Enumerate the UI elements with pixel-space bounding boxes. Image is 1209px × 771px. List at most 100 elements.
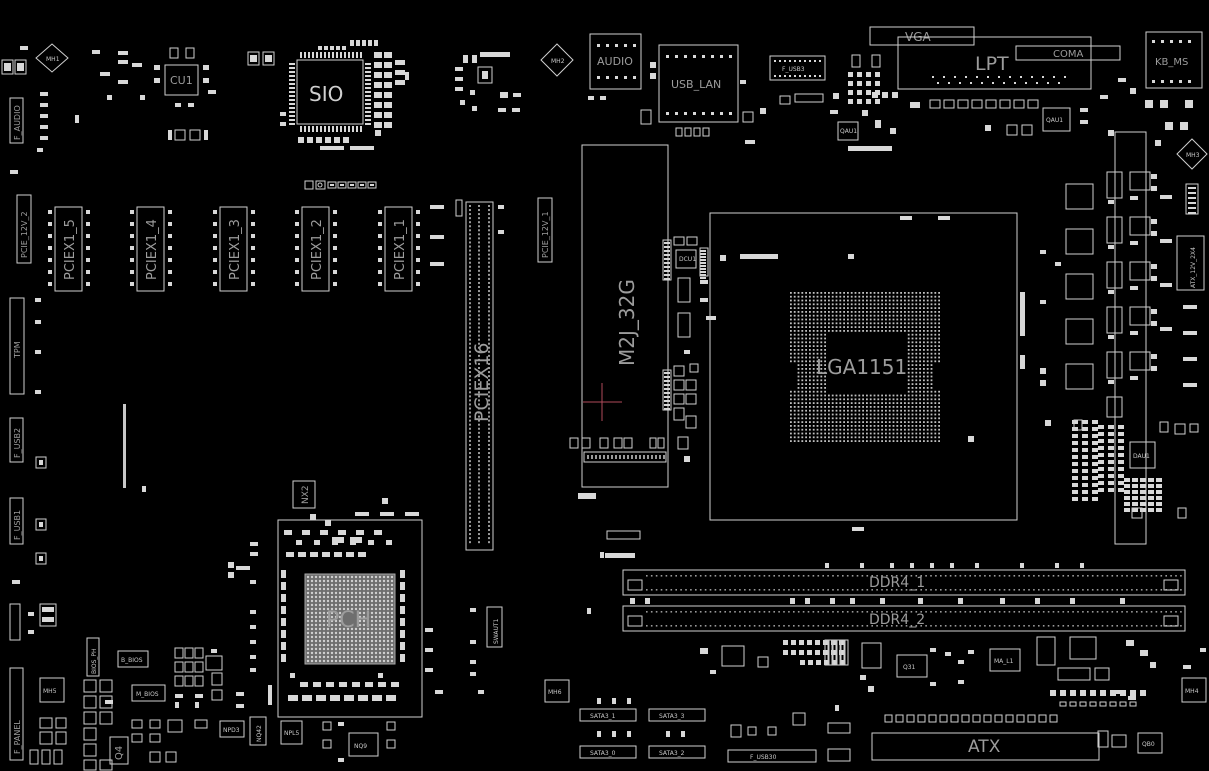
ddr4-2-slot: DDR4_2 [622, 605, 1186, 632]
f-audio-label: F_AUDIO [13, 105, 22, 140]
q4-label: Q4 [114, 746, 125, 760]
f-usb3-label: F_USB3 [782, 66, 805, 73]
kb-ms-label: KB_MS [1155, 57, 1188, 68]
coma-label: COMA [1053, 49, 1083, 60]
usb-lan-label: USB_LAN [671, 78, 721, 91]
npl5-label: NPL5 [284, 730, 299, 737]
svg-text:MH1: MH1 [46, 56, 60, 63]
vga-connector: VGA [869, 26, 975, 46]
bottom-right-parts: Q31 MA_L1 MH4 QB0 [700, 636, 1207, 754]
mh6-hole: MH6 [544, 679, 570, 703]
svg-text:MH3: MH3 [1186, 152, 1200, 159]
pch-label: PCH [326, 608, 371, 633]
sio-chip: SIO [247, 40, 409, 150]
audio-label: AUDIO [597, 55, 633, 68]
sata3-1-connector: SATA3_1 [579, 698, 637, 722]
f-usb30-label: F_USB30 [750, 754, 777, 761]
pciex1-2-label: PCIEX1_2 [310, 219, 325, 280]
bios-area: BIOS_PH B_BIOS M_BIOS [86, 637, 223, 708]
pciex1-3-slot: PCIEX1_3 [219, 206, 248, 292]
pcie-12v-1-connector: PCIE_12V_1 [537, 197, 553, 263]
svg-text:MH2: MH2 [551, 58, 565, 65]
lga1151-label: LGA1151 [816, 355, 907, 379]
lga1151-socket: LGA1151 [709, 212, 1025, 531]
coma-connector: COMA [1015, 45, 1121, 61]
qau1-label: QAU1 [1046, 117, 1063, 124]
tpm-label: TPM [13, 341, 22, 359]
mh3-hole: MH3 [1176, 138, 1208, 170]
f-panel-header: F_PANEL MH5 [9, 603, 65, 761]
pciex1-3-label: PCIEX1_3 [228, 219, 243, 280]
jumper-row [304, 180, 377, 190]
bios-ph-label: BIOS_PH [91, 648, 98, 674]
pciex1-slot-pins [48, 210, 420, 286]
swaut1-label: SWAUT1 [493, 618, 500, 644]
m2-slot: M2J_32G [569, 144, 669, 499]
nq9-label: NQ9 [354, 743, 367, 750]
cpu-vrm-left-parts: DCU1 [662, 236, 854, 462]
ddr4-1-label: DDR4_1 [869, 575, 925, 591]
pciex1-1-label: PCIEX1_1 [393, 219, 408, 280]
mh5-label: MH5 [43, 688, 57, 695]
pciex1-5-slot: PCIEX1_5 [54, 206, 83, 292]
pciex16-label: PCIEX16 [471, 342, 493, 422]
f-usb1-label: F_USB1 [13, 510, 22, 540]
top-left-corner-parts: MH1 [1, 43, 145, 174]
ddr4-2-label: DDR4_2 [869, 612, 925, 628]
f-panel-label: F_PANEL [13, 720, 22, 754]
f-usb1-header: F_USB1 [9, 497, 47, 584]
sata3-2-connector: SATA3_2 [648, 731, 706, 759]
tpm-header: TPM [9, 297, 41, 395]
pch-area: NX2 PCH [228, 480, 443, 718]
mh2-hole: MH2 [540, 43, 574, 77]
m2j-32g-label: M2J_32G [615, 279, 639, 366]
ma-l1-label: MA_L1 [994, 658, 1014, 665]
sio-right-parts [455, 52, 521, 112]
swaut1-chip: SWAUT1 [470, 606, 503, 694]
left-middle-trace [123, 404, 146, 492]
nq42-label: NQ42 [256, 725, 263, 742]
sata3-2-label: SATA3_2 [659, 750, 685, 757]
dau1-label: DAU1 [1133, 453, 1150, 460]
pciex1-4-slot: PCIEX1_4 [136, 206, 165, 292]
pciex1-5-label: PCIEX1_5 [63, 219, 78, 280]
ddr4-1-slot: DDR4_1 [622, 569, 1186, 596]
pcie-12v-1-label: PCIE_12V_1 [541, 211, 550, 258]
m-bios-label: M_BIOS [136, 691, 159, 698]
cu1-chip: CU1 [154, 47, 216, 141]
f-usb30-header: F_USB30 [727, 712, 851, 763]
dcu1-label: DCU1 [679, 256, 696, 263]
io-power-parts: QAU1 QAU1 [830, 54, 1193, 151]
lpt-connector: LPT [897, 36, 1092, 90]
mh4-label: MH4 [1185, 688, 1199, 695]
npd3-label: NPD3 [223, 727, 240, 734]
audio-jack: AUDIO [588, 33, 656, 100]
f-usb3-header: F_USB3 [760, 55, 839, 114]
ddr-misc [587, 530, 1125, 614]
pciex1-4-label: PCIEX1_4 [145, 219, 160, 280]
f-usb2-label: F_USB2 [13, 428, 22, 458]
mh6-label: MH6 [548, 689, 562, 696]
b-bios-label: B_BIOS [121, 657, 143, 664]
cpu-vrm-right: ATX_12V_2X4 DAU1 [1040, 131, 1205, 545]
pcie-12v-2-connector: PCIE_12V_2 [16, 194, 32, 264]
pciex16-slot: PCIEX16 [430, 199, 504, 551]
sata3-3-label: SATA3_3 [659, 713, 685, 720]
nx2-label: NX2 [301, 485, 311, 504]
sata3-0-label: SATA3_0 [590, 750, 616, 757]
sata3-0-connector: SATA3_0 [579, 731, 637, 759]
usb-lan-connector: USB_LAN [640, 44, 755, 144]
atx-connector: ATX [871, 714, 1100, 761]
cu1-label: CU1 [170, 74, 193, 87]
vrm-mosfets-bottom-left: NPD3 NQ42 NPL5 NQ9 [219, 716, 396, 762]
f-audio-header: F_AUDIO [9, 97, 24, 144]
q31-label: Q31 [903, 664, 916, 671]
atx-12v-2x4-label: ATX_12V_2X4 [1190, 247, 1197, 288]
sata3-3-connector: SATA3_3 [648, 708, 706, 722]
lpt-label: LPT [975, 53, 1009, 75]
qau1-label-small: QAU1 [840, 128, 857, 135]
qb0-label: QB0 [1142, 741, 1155, 748]
pciex1-1-slot: PCIEX1_1 [384, 206, 413, 292]
atx-label: ATX [968, 737, 1001, 757]
